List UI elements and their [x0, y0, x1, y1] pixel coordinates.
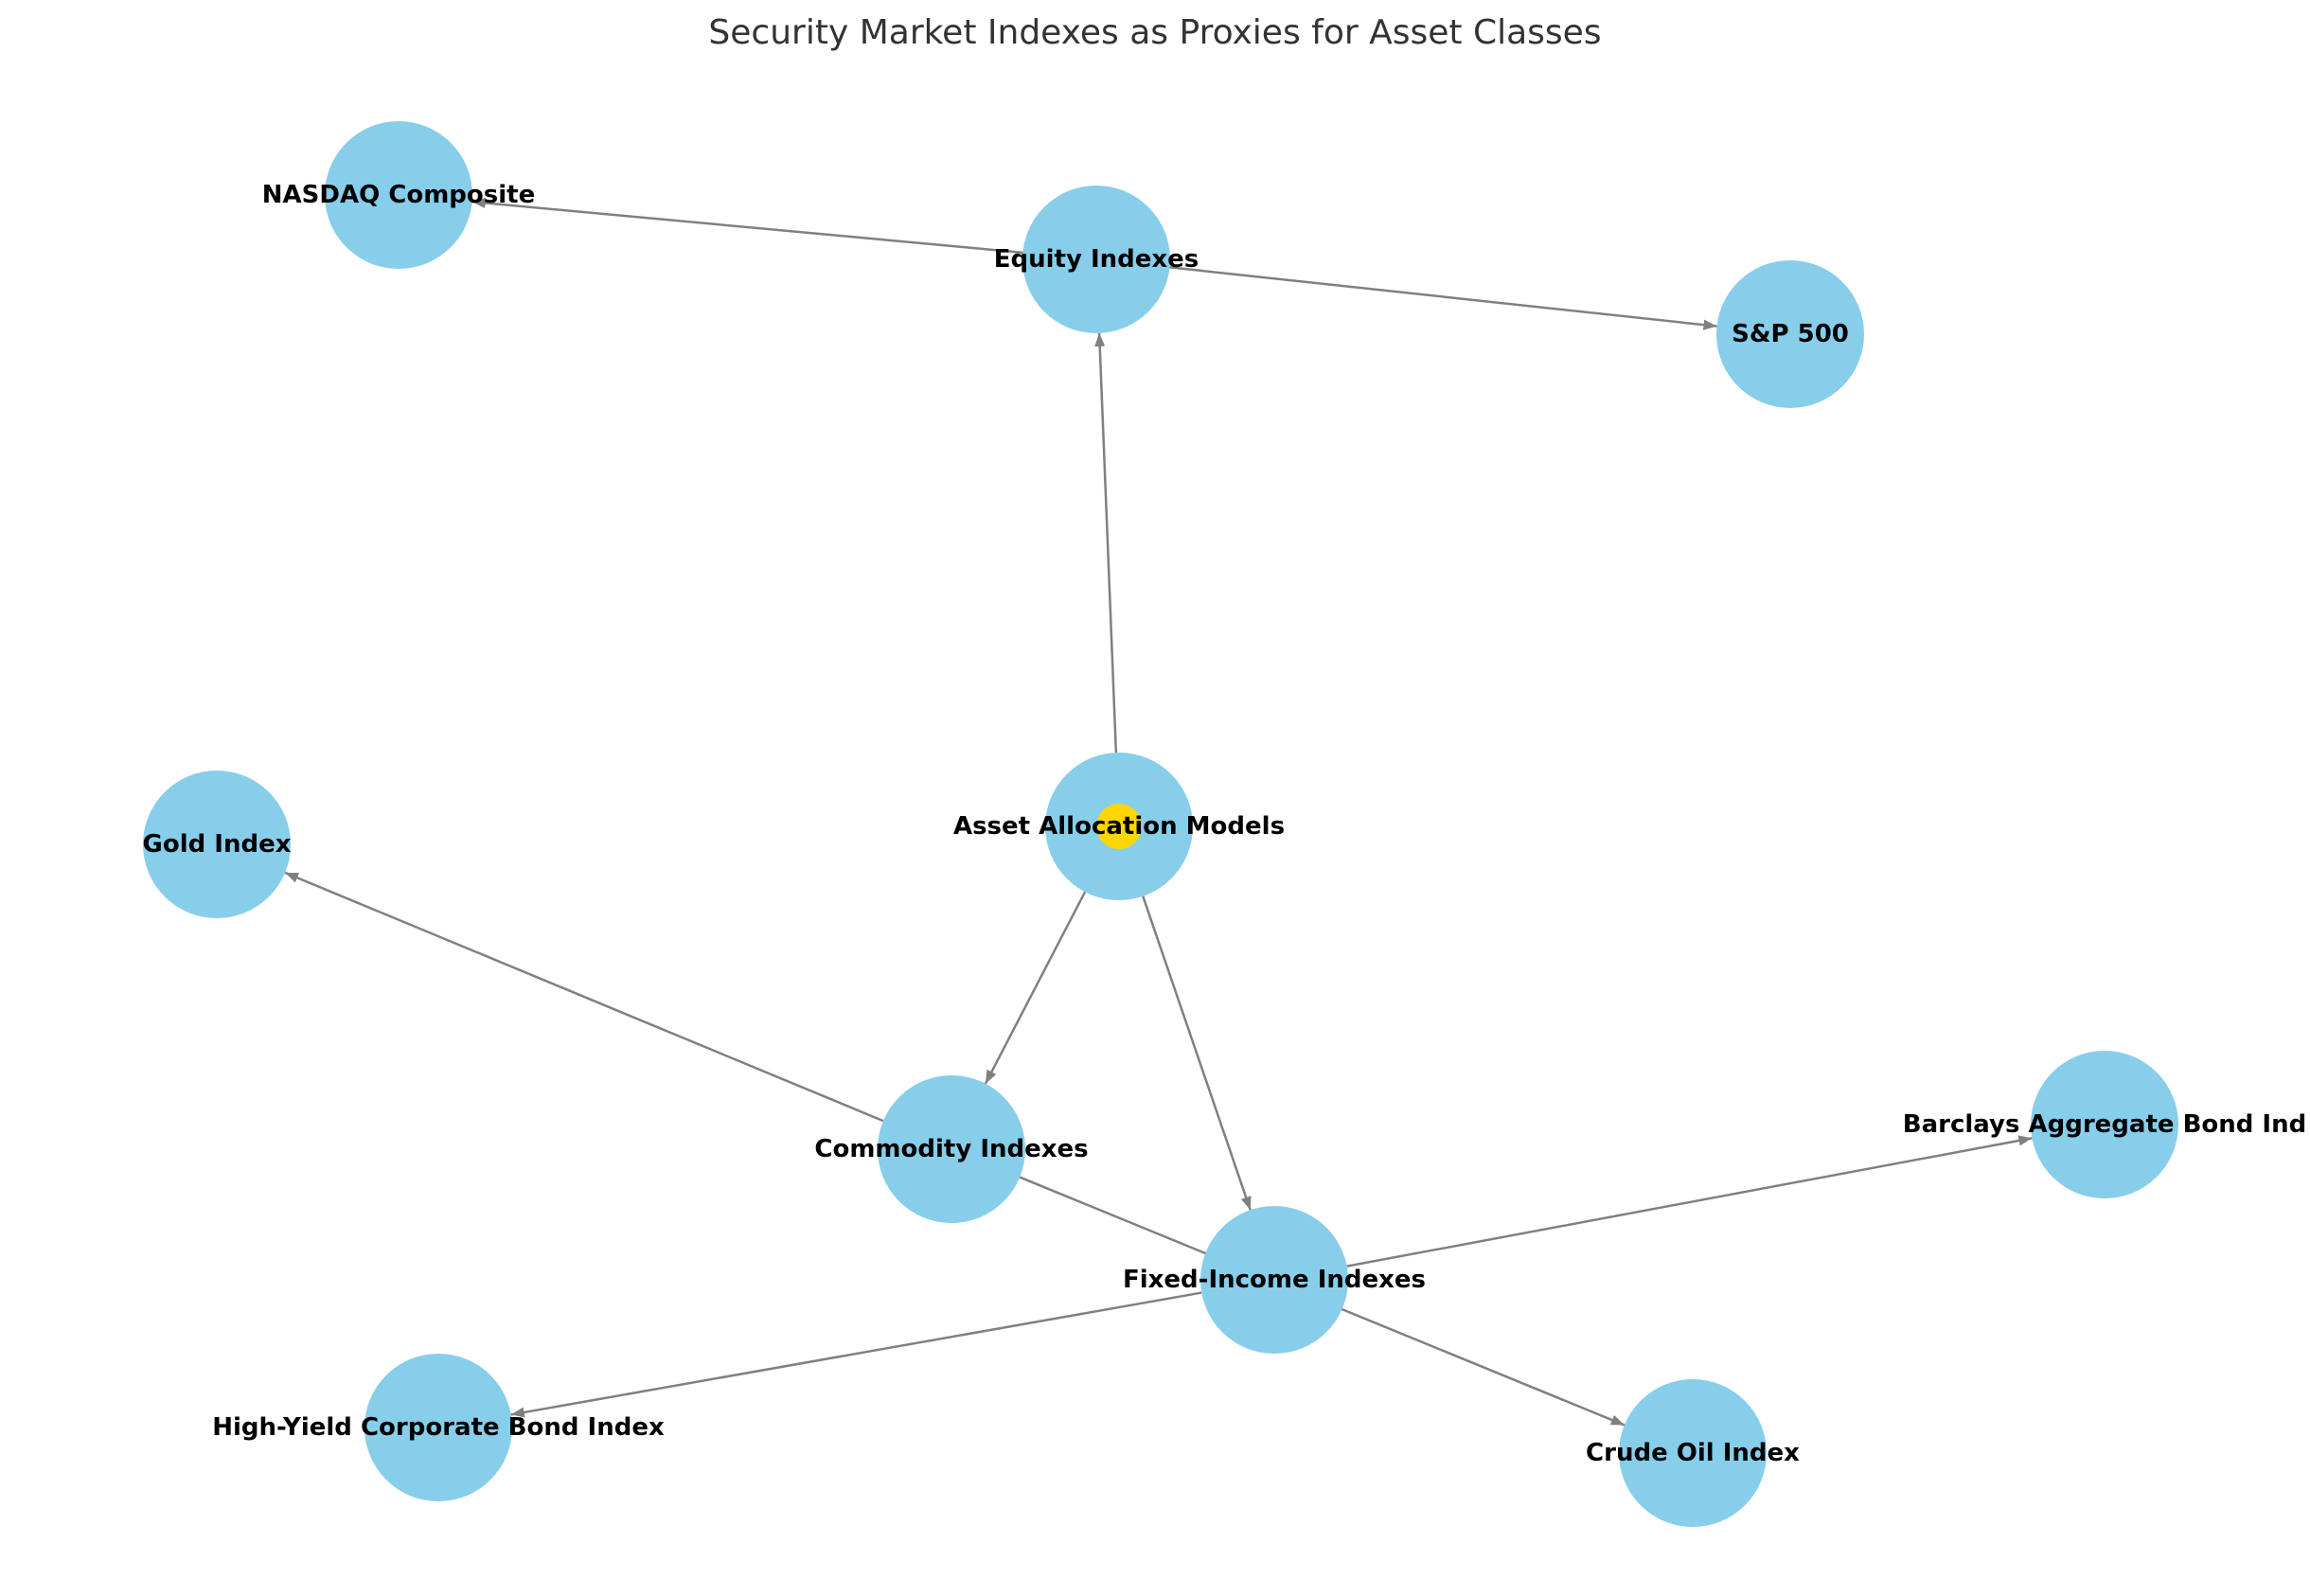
node-fixed-income-indexes[interactable]: [1200, 1206, 1348, 1354]
highlight-marker: [1096, 804, 1142, 849]
edge-asset-allocation-models-to-fixed-income-indexes: [1142, 896, 1252, 1211]
node-label-sp-500: S&P 500: [1732, 320, 1849, 348]
edge-asset-allocation-models-to-equity-indexes: [1094, 332, 1118, 754]
edge-equity-indexes-to-sp-500: [1169, 266, 1717, 330]
node-sp-500[interactable]: [1716, 260, 1864, 408]
node-gold-index[interactable]: [143, 771, 291, 918]
edge-commodity-indexes-to-gold-index: [284, 871, 884, 1123]
edge-fixed-income-indexes-to-high-yield-corporate-bond-index: [510, 1291, 1202, 1418]
node-nasdaq-composite[interactable]: [325, 121, 472, 269]
edge-asset-allocation-models-to-commodity-indexes: [984, 891, 1087, 1085]
node-equity-indexes[interactable]: [1022, 186, 1170, 333]
node-commodity-indexes[interactable]: [878, 1075, 1025, 1223]
nodes-layer: [143, 121, 2178, 1527]
node-label-commodity-indexes: Commodity Indexes: [814, 1135, 1088, 1163]
edges-layer: [284, 197, 2033, 1427]
node-label-high-yield-corporate-bond-index: High-Yield Corporate Bond Index: [212, 1413, 665, 1442]
labels-layer: Asset Allocation Models Equity Indexes NAS…: [143, 181, 2307, 1467]
node-label-nasdaq-composite: NASDAQ Composite: [262, 181, 535, 209]
node-label-gold-index: Gold Index: [143, 830, 292, 859]
diagram-title: Security Market Indexes as Proxies for A…: [708, 13, 1602, 52]
node-label-equity-indexes: Equity Indexes: [994, 245, 1199, 274]
node-crude-oil-index[interactable]: [1619, 1379, 1767, 1527]
node-label-barclays-aggregate-bond-index: Barclays Aggregate Bond Ind: [1903, 1110, 2306, 1139]
edge-equity-indexes-to-nasdaq-composite: [471, 197, 1023, 255]
edge-fixed-income-indexes-to-barclays-aggregate-bond-index: [1346, 1135, 2033, 1268]
node-label-crude-oil-index: Crude Oil Index: [1586, 1439, 1800, 1467]
node-barclays-aggregate-bond-index[interactable]: [2031, 1051, 2178, 1198]
node-label-asset-allocation-models: Asset Allocation Models: [953, 812, 1285, 841]
node-label-fixed-income-indexes: Fixed-Income Indexes: [1123, 1266, 1426, 1294]
node-high-yield-corporate-bond-index[interactable]: [364, 1354, 512, 1501]
